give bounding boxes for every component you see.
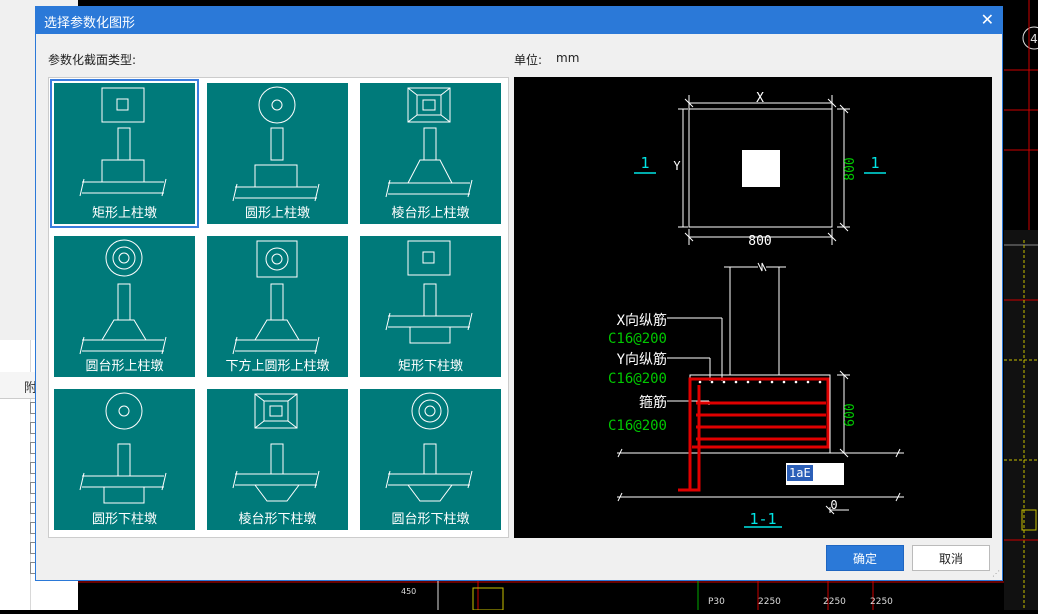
- cad-drawing-bottom: 450 P30 2250 2250 2250: [78, 580, 1004, 611]
- x-rebar-value: C16@200: [608, 331, 667, 347]
- rect-lower-pier-icon: [385, 240, 473, 344]
- cad-text: 450: [401, 587, 416, 596]
- frustum-upper-pier-icon: [385, 87, 473, 198]
- shape-tile-frustum-upper[interactable]: 棱台形上柱墩: [360, 83, 501, 224]
- circle-lower-pier-icon: [79, 392, 167, 504]
- dim-x-label: X: [756, 91, 764, 106]
- rebar-outline: [678, 377, 830, 492]
- stirrup-label: 箍筋: [639, 394, 667, 411]
- cad-text: 2250: [870, 597, 893, 607]
- shape-tile-circle-lower[interactable]: 圆形下柱墩: [54, 389, 195, 530]
- axis-label: 4: [1030, 32, 1038, 46]
- dialog-titlebar[interactable]: 选择参数化图形 ✕: [36, 7, 1002, 34]
- square-round-upper-pier-icon: [232, 240, 320, 355]
- x-rebar-label: X向纵筋: [617, 312, 667, 329]
- y-rebar-label: Y向纵筋: [617, 351, 667, 368]
- resize-grip-icon[interactable]: ⋰: [992, 569, 1000, 578]
- y-rebar-value: C16@200: [608, 371, 667, 387]
- preview-drawing: 1 1 1-1 X Y 800 0 800 600 X向纵筋 C16@200 Y…: [608, 91, 904, 528]
- shape-preview-panel: 1 1 1-1 X Y 800 0 800 600 X向纵筋 C16@200 Y…: [514, 77, 992, 538]
- cad-text: 2250: [823, 597, 846, 607]
- dim-y-label: Y: [673, 159, 681, 173]
- cone-upper-pier-icon: [79, 239, 167, 355]
- anchor-length-value: 1aE: [787, 465, 813, 481]
- anchor-length-input[interactable]: 1aE: [786, 463, 844, 485]
- cone-lower-pier-icon: [385, 392, 473, 502]
- plan-outline: [688, 108, 833, 228]
- close-icon[interactable]: ✕: [980, 10, 994, 29]
- dialog-title: 选择参数化图形: [44, 16, 136, 31]
- section-type-label: 参数化截面类型:: [48, 53, 137, 67]
- shape-grid: 矩形上柱墩 圆形上柱墩: [48, 77, 509, 538]
- rect-upper-pier-icon: [79, 87, 167, 197]
- grid-header-text: 附: [24, 381, 38, 396]
- cad-text: 2250: [758, 597, 781, 607]
- shape-label: 圆台形下柱墩: [391, 512, 470, 527]
- shape-label: 圆形下柱墩: [91, 512, 157, 527]
- shape-tile-frustum-lower[interactable]: 棱台形下柱墩: [207, 389, 348, 530]
- frustum-lower-pier-icon: [232, 393, 320, 502]
- section-mark-left: 1: [640, 154, 649, 172]
- shape-tile-cone-upper[interactable]: 圆台形上柱墩: [54, 236, 195, 377]
- background-cad-canvas-right: 4: [1004, 0, 1038, 610]
- shape-label: 下方上圆形上柱墩: [225, 359, 330, 374]
- shape-tile-circle-upper[interactable]: 圆形上柱墩: [207, 83, 348, 224]
- unit-value: mm: [556, 51, 580, 65]
- dim-bottom-label: 800: [748, 234, 771, 249]
- stirrup-value: C16@200: [608, 418, 667, 434]
- shape-tile-rect-upper[interactable]: 矩形上柱墩: [50, 79, 199, 228]
- cancel-button[interactable]: 取消: [912, 545, 990, 571]
- shape-label: 矩形上柱墩: [91, 206, 157, 221]
- shape-label: 圆台形上柱墩: [85, 359, 164, 374]
- shape-tile-cone-lower[interactable]: 圆台形下柱墩: [360, 389, 501, 530]
- shape-label: 圆形上柱墩: [244, 206, 310, 221]
- column-plan: [742, 150, 780, 187]
- height-dim-label: 600: [843, 403, 858, 426]
- select-parametric-shape-dialog: 选择参数化图形 ✕ 参数化截面类型: 单位: mm 矩形上柱墩: [35, 6, 1003, 581]
- shape-tile-square-round-upper[interactable]: 下方上圆形上柱墩: [207, 236, 348, 377]
- section-mark-right: 1: [870, 154, 879, 172]
- ok-button[interactable]: 确定: [826, 545, 904, 571]
- section-title: 1-1: [749, 510, 776, 528]
- dim-right-label: 800: [843, 157, 858, 180]
- unit-label: 单位:: [514, 53, 543, 67]
- shape-label: 棱台形下柱墩: [238, 512, 317, 527]
- cad-text: P30: [708, 597, 725, 607]
- background-cad-canvas-bottom: 450 P30 2250 2250 2250: [78, 580, 1004, 611]
- shape-label: 矩形下柱墩: [397, 359, 463, 374]
- cad-drawing-right: 4: [1004, 0, 1038, 610]
- shape-tile-rect-lower[interactable]: 矩形下柱墩: [360, 236, 501, 377]
- bottom-dim-label: 0: [830, 498, 837, 512]
- circle-upper-pier-icon: [232, 86, 320, 202]
- shape-label: 棱台形上柱墩: [391, 206, 470, 221]
